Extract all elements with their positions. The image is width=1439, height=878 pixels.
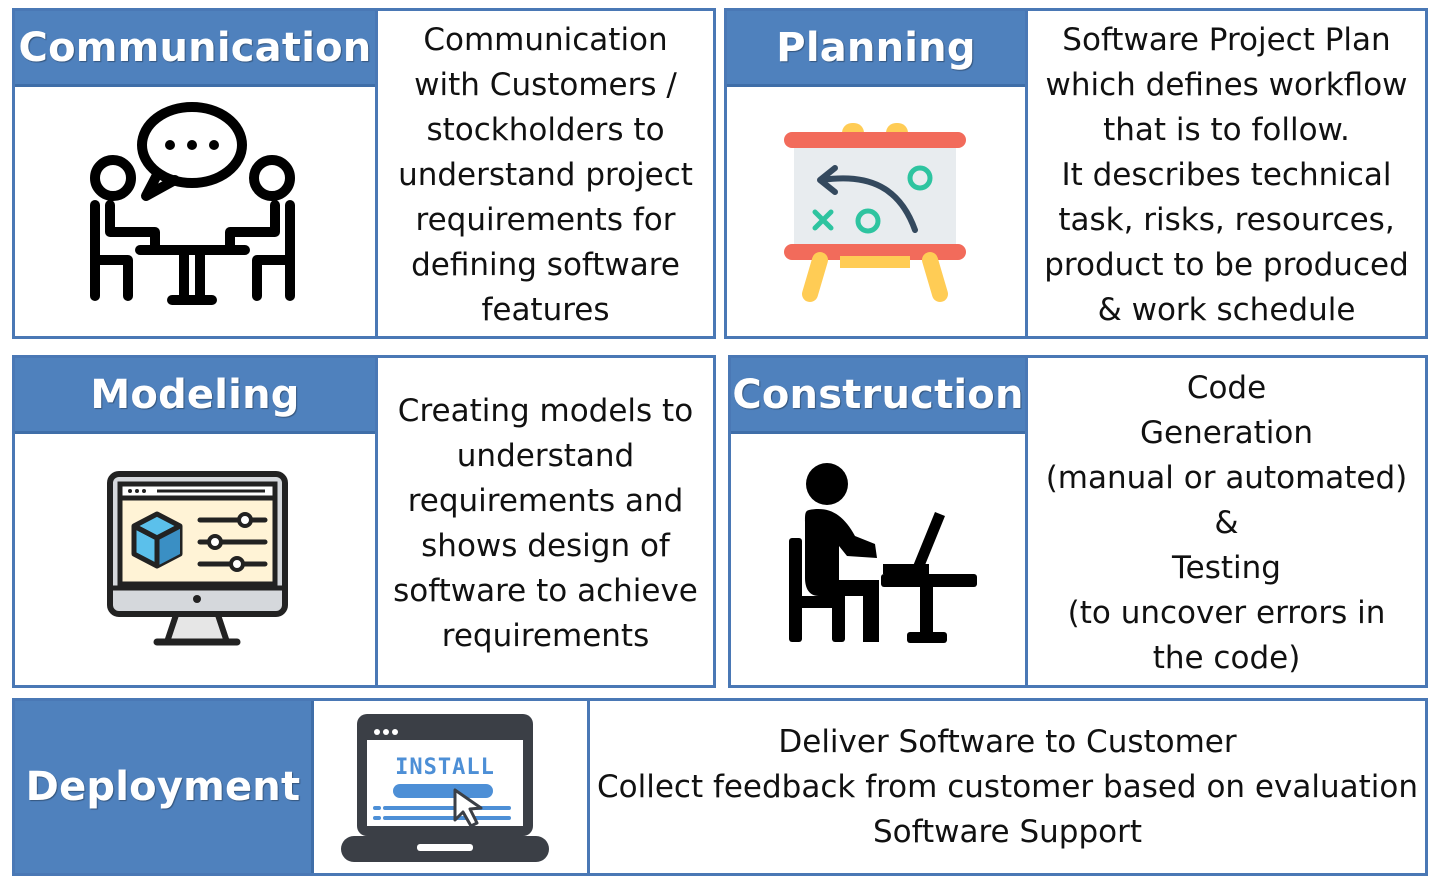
construction-line-1: Code [1186, 369, 1267, 406]
construction-line-5: Testing [1172, 549, 1281, 586]
construction-description: Code Generation (manual or automated) & … [1028, 362, 1425, 684]
planning-divider [1025, 11, 1028, 336]
modeling-divider [375, 358, 378, 685]
planning-line-3: that is to follow. [1103, 111, 1350, 148]
communication-line-1: Communication [423, 21, 668, 58]
planning-line-5: task, risks, resources, [1058, 201, 1395, 238]
install-label: INSTALL [395, 755, 495, 780]
construction-divider [1025, 358, 1028, 685]
modeling-line-5: software to achieve [393, 573, 698, 609]
communication-divider [375, 11, 378, 336]
planning-line-2: which defines workflow [1045, 66, 1408, 103]
construction-line-4: & [1214, 504, 1239, 541]
strategy-easel-icon [780, 118, 970, 303]
communication-line-4: understand project [398, 156, 693, 193]
communication-line-2: with Customers / [414, 66, 677, 103]
communication-line-5: requirements for [415, 201, 676, 238]
construction-line-6: (to uncover errors in [1067, 594, 1386, 631]
deployment-description: Deliver Software to Customer Collect fee… [590, 701, 1425, 873]
planning-line-6: product to be produced [1044, 246, 1409, 283]
communication-line-7: features [481, 291, 610, 328]
deployment-line-2: Collect feedback from customer based on … [596, 768, 1418, 805]
construction-header: Construction [731, 358, 1025, 434]
construction-line-7: the code) [1152, 639, 1301, 676]
modeling-line-1: Creating models to [397, 393, 694, 429]
planning-description: Software Project Plan which defines work… [1028, 16, 1425, 334]
deployment-line-1: Deliver Software to Customer [778, 723, 1237, 760]
modeling-line-6: requirements [441, 618, 650, 654]
deployment-divider [587, 701, 590, 873]
modeling-line-3: requirements and [407, 483, 684, 519]
modeling-line-4: shows design of [421, 528, 670, 564]
modeling-description: Creating models to understand requiremen… [378, 365, 713, 683]
communication-line-3: stockholders to [426, 111, 665, 148]
person-at-desk-icon [785, 462, 980, 647]
planning-header: Planning [727, 11, 1025, 87]
planning-line-7: & work schedule [1097, 291, 1356, 328]
communication-line-6: defining software [411, 246, 680, 283]
laptop-install-icon: INSTALL [335, 708, 555, 870]
communication-header: Communication [15, 11, 375, 87]
monitor-model-icon [105, 470, 290, 655]
construction-line-3: (manual or automated) [1045, 459, 1408, 496]
planning-line-4: It describes technical [1061, 156, 1392, 193]
construction-line-2: Generation [1140, 414, 1313, 451]
modeling-line-2: understand [456, 438, 635, 474]
deployment-line-3: Software Support [872, 813, 1143, 850]
meeting-icon [80, 100, 305, 315]
planning-line-1: Software Project Plan [1062, 21, 1391, 58]
modeling-header: Modeling [15, 358, 375, 434]
communication-description: Communication with Customers / stockhold… [378, 16, 713, 334]
deployment-header: Deployment [15, 701, 314, 873]
